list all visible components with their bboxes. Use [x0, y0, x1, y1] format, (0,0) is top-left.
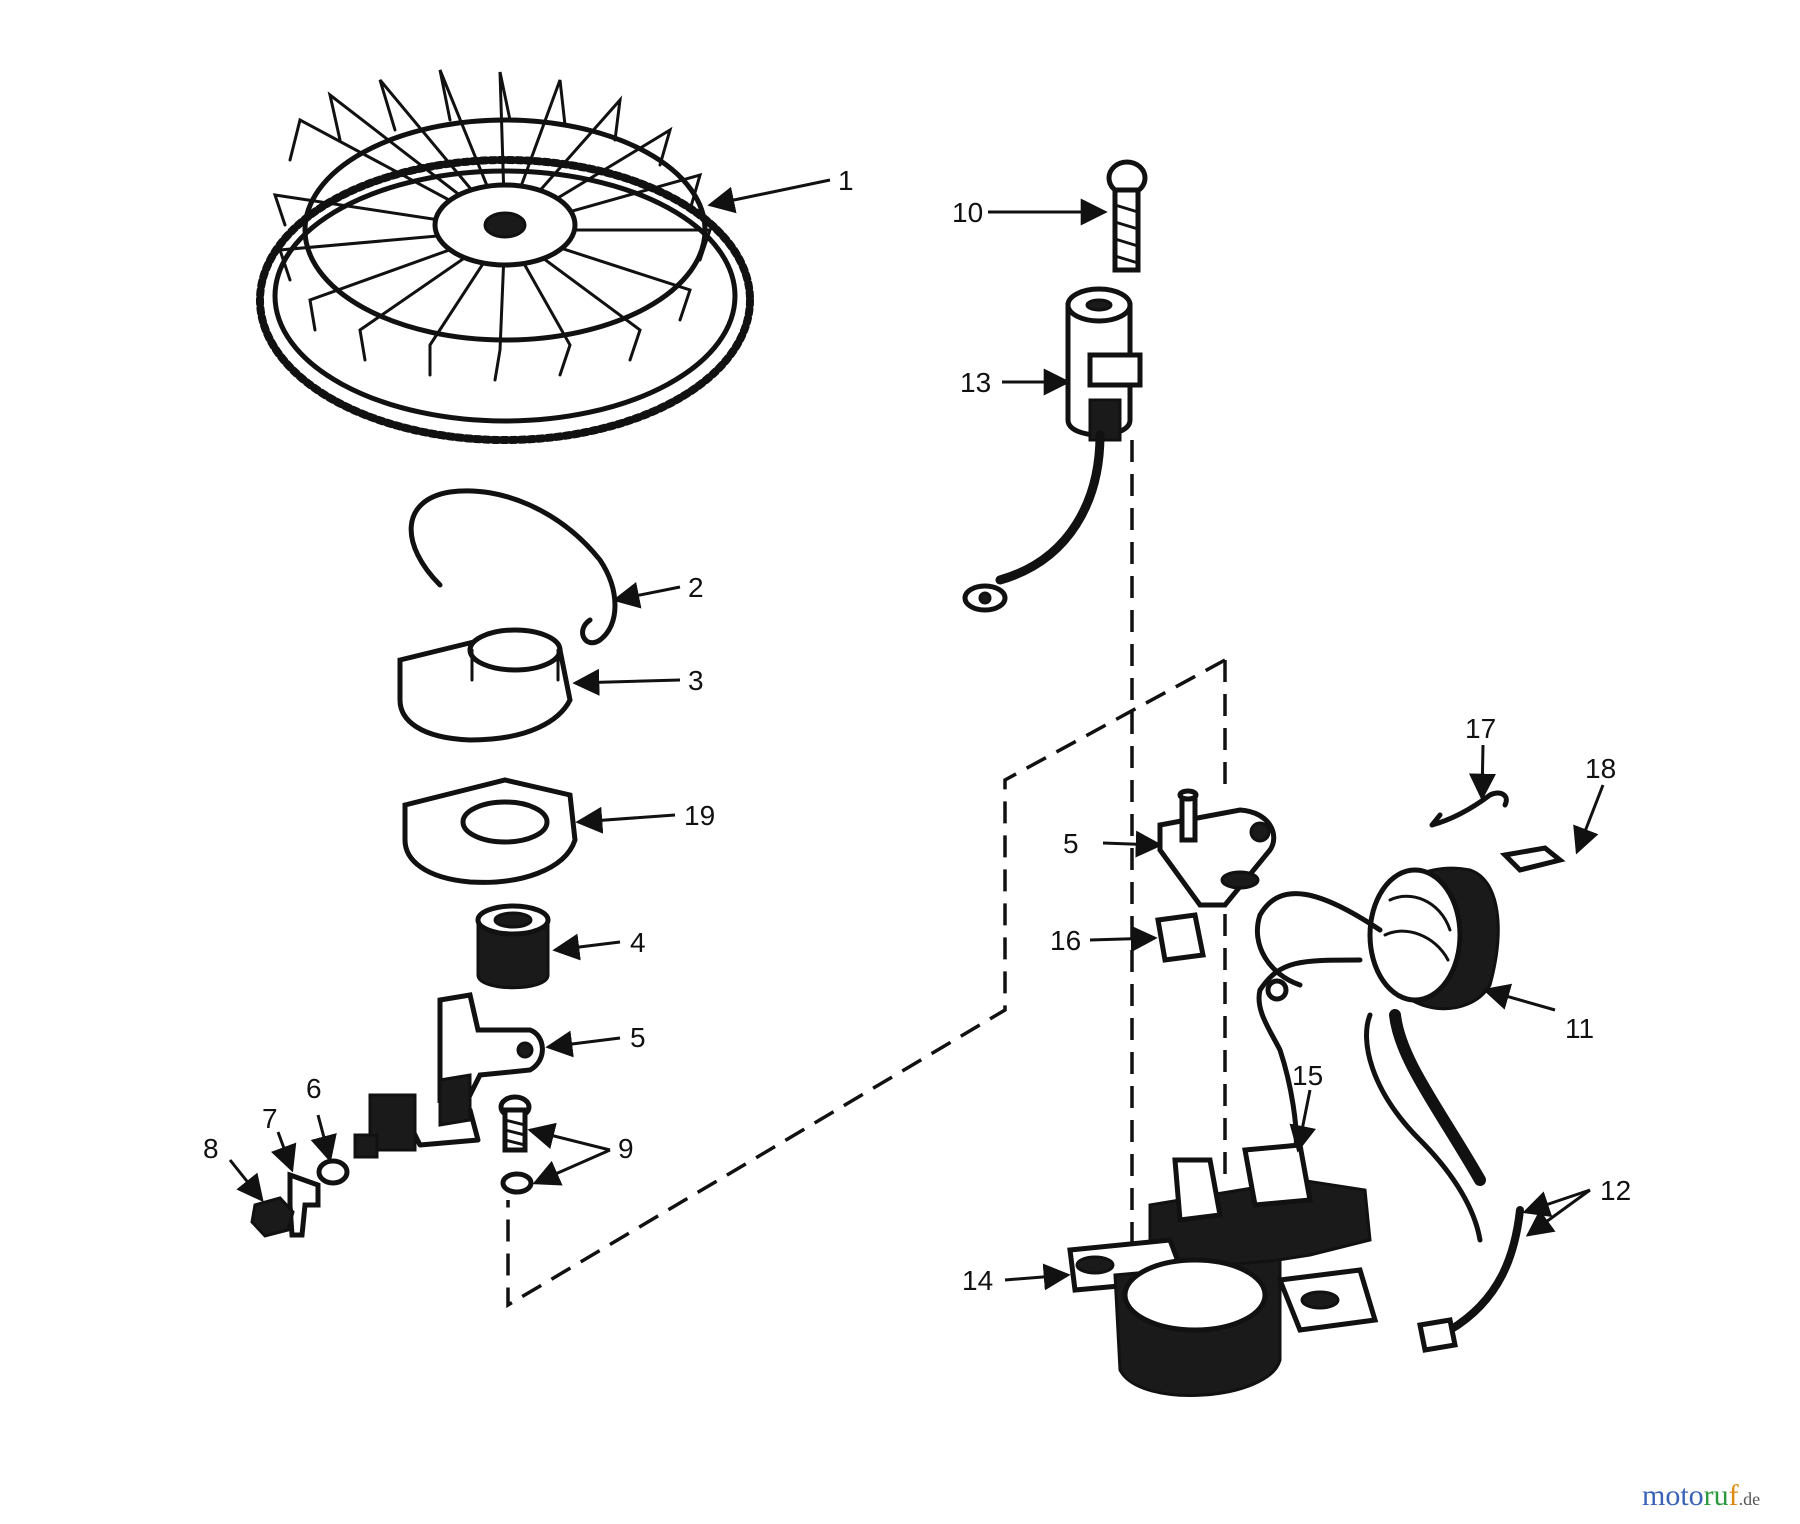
bushing-part: [475, 903, 551, 990]
callout-4: 4: [630, 927, 646, 958]
watermark-logo: motoruf.de: [1642, 1479, 1760, 1512]
flywheel-part: [256, 69, 754, 444]
callout-11: 11: [1565, 1013, 1594, 1044]
spring-clip-part: [408, 488, 618, 645]
callout-8: 8: [203, 1133, 219, 1164]
ground-wire-part: [1446, 1206, 1524, 1334]
condenser-part: [962, 286, 1143, 613]
callout-9: 9: [618, 1133, 634, 1164]
washer-part: [316, 1158, 350, 1186]
condenser-screw-part: [1106, 159, 1148, 273]
shim-plate-part: [402, 777, 578, 885]
callout-3: 3: [688, 665, 704, 696]
callout-6: 6: [306, 1073, 322, 1104]
callout-10: 10: [952, 197, 983, 228]
callout-14: 14: [962, 1265, 993, 1296]
callout-1: 1: [838, 165, 854, 196]
lockwasher-part: [500, 1171, 534, 1195]
callout-13: 13: [960, 367, 991, 398]
watermark-ru: ru: [1704, 1479, 1729, 1512]
coil-housing-part: [1067, 1142, 1379, 1397]
callout-7: 7: [262, 1103, 278, 1134]
terminal-part: [287, 1171, 321, 1238]
breaker-arm-part: [353, 992, 545, 1159]
clip-part: [1499, 845, 1566, 873]
wire-terminal-part: [1417, 1317, 1458, 1353]
callout-16: 16: [1050, 925, 1081, 956]
nut-part: [250, 1196, 295, 1238]
watermark-moto: moto: [1642, 1479, 1704, 1512]
watermark-tld: .de: [1739, 1489, 1761, 1509]
callout-5-right: 5: [1063, 828, 1079, 859]
callout-5-left: 5: [630, 1022, 646, 1053]
screw-part: [498, 1094, 532, 1153]
callout-17: 17: [1465, 713, 1496, 744]
callout-18: 18: [1585, 753, 1616, 784]
callout-labels: 1 2 3 19 4 5 6 7 8 9 10 13 5 16 11 12 14…: [203, 165, 1631, 1296]
callout-15: 15: [1292, 1060, 1323, 1091]
watermark-f: f: [1729, 1479, 1739, 1512]
callout-2: 2: [688, 572, 704, 603]
leader-lines: [228, 178, 1605, 1291]
wire-clip-part: [1429, 790, 1509, 828]
mount-plate-part: [1157, 788, 1277, 908]
coil-part: [1254, 866, 1500, 1243]
callout-19: 19: [684, 800, 715, 831]
cam-plate-part: [397, 627, 573, 743]
felt-wick-part: [1155, 912, 1206, 963]
callout-12: 12: [1600, 1175, 1631, 1206]
